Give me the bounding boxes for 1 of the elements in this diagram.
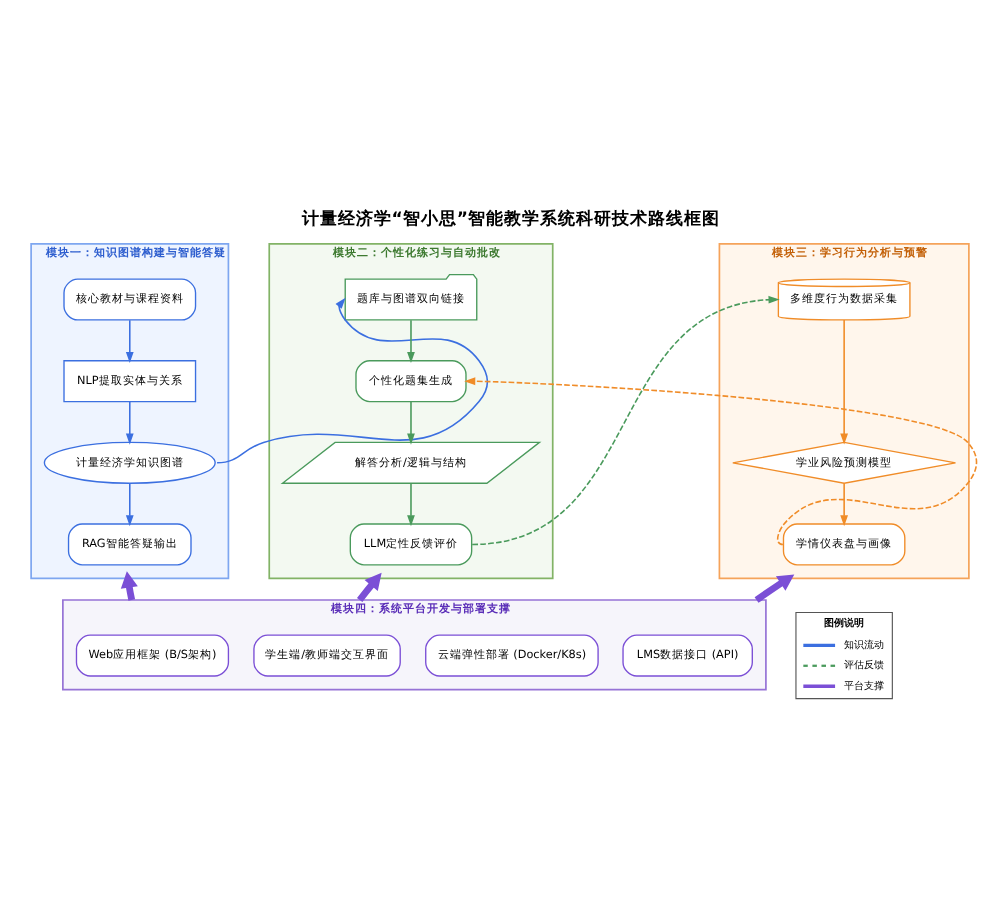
diagram-title: 计量经济学“智小思”智能教学系统科研技术路线框图: [301, 208, 720, 229]
